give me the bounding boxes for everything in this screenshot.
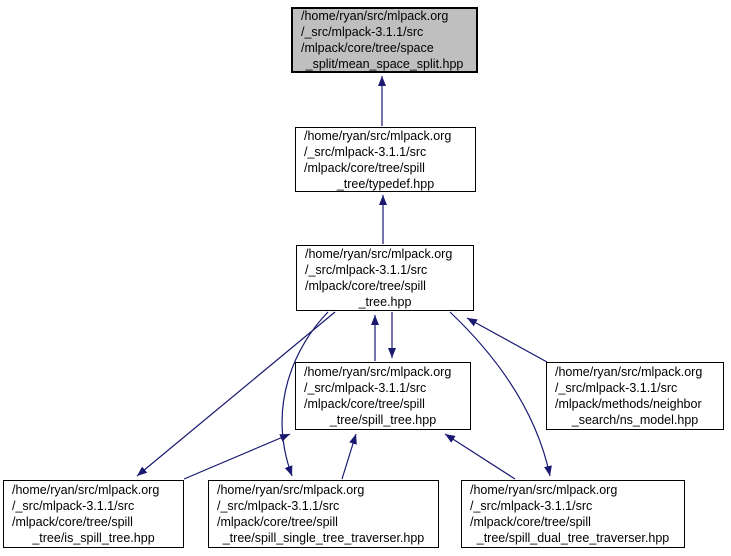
node-path-line: _tree.hpp xyxy=(358,295,412,309)
node-path-line: _split/mean_space_split.hpp xyxy=(305,57,464,71)
node-path-line: /_src/mlpack-3.1.1/src xyxy=(304,144,427,159)
node-path-line: _tree/spill_dual_tree_traverser.hpp xyxy=(476,531,670,545)
node-path-line: /home/ryan/src/mlpack.org xyxy=(555,365,703,379)
node-path-line: /_src/mlpack-3.1.1/src xyxy=(301,25,424,39)
edge-ns-model-to-spill-tree-header xyxy=(466,317,548,363)
node-spill-tree[interactable]: /home/ryan/src/mlpack.org /_src/mlpack-3… xyxy=(295,362,471,430)
node-path-line: /_src/mlpack-3.1.1/src xyxy=(217,499,340,513)
node-path-line: /mlpack/core/tree/spill xyxy=(217,515,338,529)
node-path-line: /_src/mlpack-3.1.1/src xyxy=(12,499,135,513)
edge-spill-tree-header-to-is-spill-tree xyxy=(136,311,336,477)
node-path-line: _search/ns_model.hpp xyxy=(571,413,699,427)
node-path-line: _tree/typedef.hpp xyxy=(336,176,435,191)
node-ns-model[interactable]: /home/ryan/src/mlpack.org /_src/mlpack-3… xyxy=(546,362,724,430)
edge-spill-tree-header-to-single-traverser xyxy=(281,311,329,477)
node-path-line: /home/ryan/src/mlpack.org xyxy=(217,483,365,497)
node-path-line: /mlpack/core/tree/spill xyxy=(304,397,425,411)
node-mean-space-split[interactable]: /home/ryan/src/mlpack.org /_src/mlpack-3… xyxy=(291,7,478,73)
node-is-spill-tree[interactable]: /home/ryan/src/mlpack.org /_src/mlpack-3… xyxy=(3,480,184,548)
node-path-line: /home/ryan/src/mlpack.org xyxy=(304,365,452,379)
node-path-line: _tree/spill_tree.hpp xyxy=(329,413,437,427)
node-path-line: /home/ryan/src/mlpack.org xyxy=(301,9,449,23)
node-path-line: /home/ryan/src/mlpack.org xyxy=(12,483,160,497)
node-spill-single-tree-traverser[interactable]: /home/ryan/src/mlpack.org /_src/mlpack-3… xyxy=(208,480,439,548)
node-path-line: /mlpack/methods/neighbor xyxy=(555,397,702,411)
node-path-line: _tree/is_spill_tree.hpp xyxy=(32,531,155,545)
node-path-line: /home/ryan/src/mlpack.org xyxy=(470,483,618,497)
node-path-line: _tree/spill_single_tree_traverser.hpp xyxy=(222,531,425,545)
node-path-line: /mlpack/core/tree/space xyxy=(301,41,434,55)
node-path-line: /_src/mlpack-3.1.1/src xyxy=(304,381,427,395)
node-path-line: /_src/mlpack-3.1.1/src xyxy=(555,381,678,395)
node-spill-dual-tree-traverser[interactable]: /home/ryan/src/mlpack.org /_src/mlpack-3… xyxy=(461,480,685,548)
node-path-line: /mlpack/core/tree/spill xyxy=(305,279,426,293)
node-spill-tree-header[interactable]: /home/ryan/src/mlpack.org /_src/mlpack-3… xyxy=(296,245,474,311)
node-path-line: /mlpack/core/tree/spill xyxy=(12,515,133,529)
node-typedef[interactable]: /home/ryan/src/mlpack.org /_src/mlpack-3… xyxy=(295,127,476,192)
edge-spill-tree-header-to-dual-traverser xyxy=(449,311,552,477)
node-path-line: /home/ryan/src/mlpack.org xyxy=(305,247,453,261)
edge-dual-traverser-to-spill-tree xyxy=(444,433,516,480)
node-path-line: /_src/mlpack-3.1.1/src xyxy=(470,499,593,513)
node-path-line: /mlpack/core/tree/spill xyxy=(304,160,425,175)
node-path-line: /_src/mlpack-3.1.1/src xyxy=(305,263,428,277)
edge-single-traverser-to-spill-tree xyxy=(341,433,357,480)
node-path-line: /home/ryan/src/mlpack.org xyxy=(304,128,452,143)
node-path-line: /mlpack/core/tree/spill xyxy=(470,515,591,529)
edge-is-spill-tree-to-spill-tree xyxy=(183,433,291,480)
